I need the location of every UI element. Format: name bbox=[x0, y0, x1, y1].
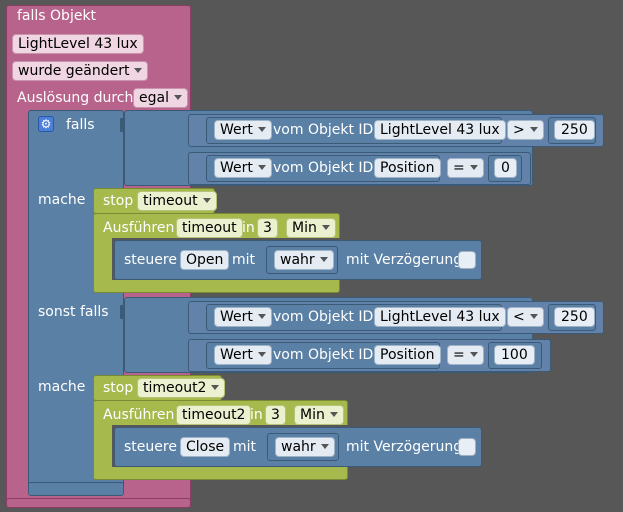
connector-notch-2 bbox=[120, 305, 124, 319]
event-block-stem bbox=[6, 108, 27, 500]
delay-input-1[interactable]: 3 bbox=[257, 218, 278, 238]
if-block-foot bbox=[28, 482, 124, 496]
control-target-2[interactable]: Close bbox=[180, 437, 231, 457]
gear-icon[interactable]: ⚙ bbox=[38, 116, 54, 132]
condition1a-wert-dropdown[interactable]: Wert bbox=[214, 120, 272, 140]
mache-label-1: mache bbox=[38, 192, 86, 208]
stop-label-1: stop bbox=[103, 193, 134, 209]
condition1b-wert-dropdown[interactable]: Wert bbox=[214, 158, 272, 178]
value-dropdown-2[interactable]: wahr bbox=[275, 437, 335, 457]
condition1b-number-input[interactable]: 0 bbox=[494, 158, 517, 178]
in-label-2: in bbox=[250, 407, 263, 423]
condition1b-vom-label: vom Objekt ID bbox=[273, 160, 374, 176]
event-trigger-dropdown[interactable]: egal bbox=[133, 88, 188, 108]
stop-timer-dropdown-1[interactable]: timeout bbox=[137, 191, 217, 211]
mit-label-2: mit bbox=[233, 439, 257, 455]
run-timer-name-2[interactable]: timeout2 bbox=[176, 405, 252, 425]
delay-option-label-1: mit Verzögerung bbox=[346, 252, 463, 268]
delay-checkbox-2[interactable] bbox=[458, 438, 476, 456]
delay-input-2[interactable]: 3 bbox=[265, 405, 286, 425]
control-label-1: steuere bbox=[124, 252, 177, 268]
control-label-2: steuere bbox=[124, 439, 177, 455]
stop-timer-dropdown-2[interactable]: timeout2 bbox=[137, 378, 226, 398]
condition2b-wert-dropdown[interactable]: Wert bbox=[214, 345, 272, 365]
connector-notch bbox=[120, 118, 124, 132]
event-object-chip[interactable]: LightLevel 43 lux bbox=[12, 34, 144, 54]
condition1b-object-id[interactable]: Position bbox=[374, 158, 441, 178]
condition2b-vom-label: vom Objekt ID bbox=[273, 347, 374, 363]
unit-dropdown-1[interactable]: Min bbox=[286, 218, 336, 238]
condition2a-vom-label: vom Objekt ID bbox=[273, 309, 374, 325]
value-dropdown-1[interactable]: wahr bbox=[274, 250, 334, 270]
delay-checkbox-1[interactable] bbox=[458, 251, 476, 269]
delay-option-label-2: mit Verzögerung bbox=[346, 439, 463, 455]
condition2a-number-input[interactable]: 250 bbox=[554, 307, 595, 327]
event-trigger-label: Auslösung durch bbox=[17, 90, 134, 106]
control-target-1[interactable]: Open bbox=[180, 250, 230, 270]
in-label-1: in bbox=[242, 220, 255, 236]
event-title: falls Objekt bbox=[17, 8, 97, 24]
condition1a-vom-label: vom Objekt ID bbox=[273, 122, 374, 138]
sonst-falls-label: sonst falls bbox=[38, 304, 109, 320]
run-label-1: Ausführen bbox=[103, 220, 175, 236]
if-falls-label: falls bbox=[66, 117, 95, 133]
condition1a-object-id[interactable]: LightLevel 43 lux bbox=[374, 120, 506, 140]
run-timer-name-1[interactable]: timeout bbox=[176, 218, 243, 238]
event-block-foot bbox=[6, 498, 191, 508]
condition2a-object-id[interactable]: LightLevel 43 lux bbox=[374, 307, 506, 327]
condition2a-wert-dropdown[interactable]: Wert bbox=[214, 307, 272, 327]
mache-label-2: mache bbox=[38, 379, 86, 395]
stop-label-2: stop bbox=[103, 380, 134, 396]
condition2b-number-input[interactable]: 100 bbox=[494, 345, 535, 365]
event-change-dropdown[interactable]: wurde geändert bbox=[12, 61, 149, 81]
condition2a-operator-dropdown[interactable]: < bbox=[507, 307, 544, 327]
condition1a-number-input[interactable]: 250 bbox=[554, 120, 595, 140]
unit-dropdown-2[interactable]: Min bbox=[294, 405, 344, 425]
run-label-2: Ausführen bbox=[103, 407, 175, 423]
mit-label-1: mit bbox=[232, 252, 256, 268]
condition2b-operator-dropdown[interactable]: = bbox=[447, 345, 484, 365]
condition1b-operator-dropdown[interactable]: = bbox=[447, 158, 484, 178]
condition2b-object-id[interactable]: Position bbox=[374, 345, 441, 365]
condition1a-operator-dropdown[interactable]: > bbox=[507, 120, 544, 140]
